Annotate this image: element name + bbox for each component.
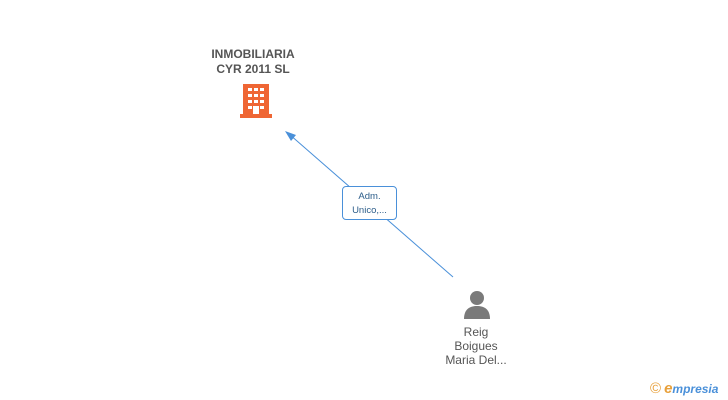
- role-label[interactable]: Adm. Unico,...: [342, 186, 397, 220]
- company-name-line1: INMOBILIARIA: [211, 47, 295, 61]
- brand-e: e: [664, 380, 673, 397]
- copyright-icon: ©: [650, 380, 662, 397]
- person-name[interactable]: Reig Boigues Maria Del...: [426, 325, 526, 367]
- building-icon[interactable]: [240, 84, 272, 118]
- person-name-line1: Reig: [463, 325, 489, 339]
- role-line2: Unico,...: [352, 205, 387, 216]
- brand-text: mpresia: [672, 381, 719, 396]
- arrowhead-icon: [285, 131, 296, 141]
- person-icon[interactable]: [462, 289, 492, 319]
- company-name-line2: CYR 2011 SL: [216, 62, 290, 76]
- role-line1: Adm.: [358, 191, 381, 202]
- empresia-logo: © e mpresia: [650, 380, 718, 397]
- company-name[interactable]: INMOBILIARIA CYR 2011 SL: [188, 47, 318, 77]
- person-name-line3: Maria Del...: [445, 353, 507, 367]
- person-name-line2: Boigues: [454, 339, 498, 353]
